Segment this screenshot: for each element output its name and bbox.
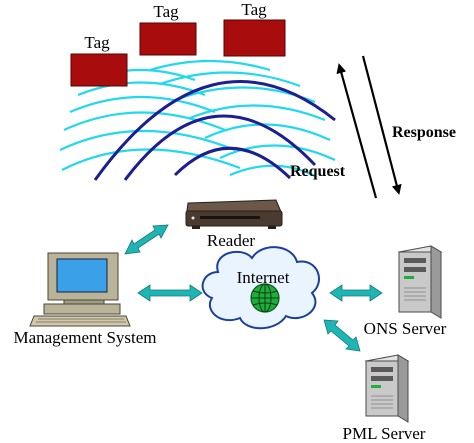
link-arrow-internet-pml <box>323 319 361 352</box>
link-arrow-computer-internet <box>137 284 203 302</box>
link-arrows <box>124 224 383 352</box>
globe-icon <box>250 283 280 313</box>
desktop-computer-icon <box>29 252 131 327</box>
tag-label: Tag <box>153 2 179 21</box>
pml-server-label: PML Server <box>343 424 426 443</box>
link-arrow-internet-ons <box>329 284 383 302</box>
reader-waves <box>93 80 336 181</box>
request-arrow <box>336 63 378 199</box>
reader-label: Reader <box>207 231 255 250</box>
tag-3: Tag <box>223 0 286 57</box>
internet-label: Internet <box>237 268 290 287</box>
tag-1: Tag <box>70 33 128 87</box>
server-tower-icon <box>397 245 443 319</box>
response-label: Response <box>392 124 456 141</box>
link-arrow-reader-computer <box>124 224 169 255</box>
management-system-label: Management System <box>13 328 156 347</box>
reader-icon <box>185 199 283 229</box>
tag-label: Tag <box>241 0 267 19</box>
tag-2: Tag <box>139 2 197 56</box>
request-label: Request <box>290 163 346 180</box>
ons-server-label: ONS Server <box>364 319 447 338</box>
server-tower-icon <box>364 354 410 423</box>
tag-label: Tag <box>84 33 110 52</box>
response-arrow <box>361 55 402 195</box>
